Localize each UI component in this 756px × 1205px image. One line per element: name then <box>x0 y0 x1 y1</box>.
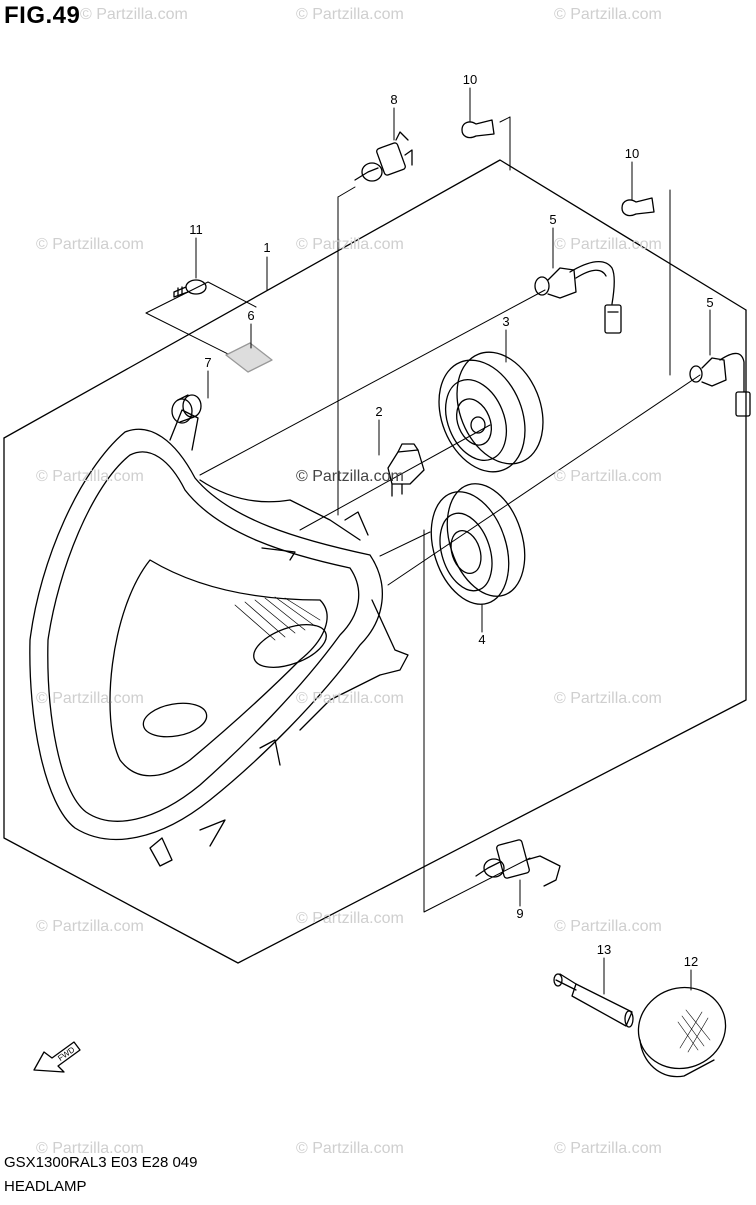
callout-2: 2 <box>375 404 382 419</box>
watermark: © Partzilla.com <box>296 910 404 927</box>
bulb-part-10-right <box>621 197 655 217</box>
socket-part-2 <box>387 443 425 497</box>
callout-10-right: 10 <box>625 146 639 161</box>
bulb-part-9 <box>475 839 561 887</box>
model-code: GSX1300RAL3 E03 E28 049 <box>4 1154 198 1171</box>
watermark: © Partzilla.com <box>296 236 404 253</box>
watermark-center: © Partzilla.com <box>296 468 404 485</box>
watermark: © Partzilla.com <box>80 6 188 23</box>
socket-part-5-lower <box>689 352 751 417</box>
callout-9: 9 <box>516 906 523 921</box>
watermark: © Partzilla.com <box>296 1140 404 1157</box>
watermark: © Partzilla.com <box>296 690 404 707</box>
cap-part-3 <box>438 351 544 473</box>
pad-part-12 <box>637 986 727 1078</box>
callout-10-top: 10 <box>463 72 477 87</box>
grommet-part-7 <box>171 394 202 424</box>
watermark: © Partzilla.com <box>36 690 144 707</box>
bulb-part-10-top <box>461 119 495 139</box>
watermark: © Partzilla.com <box>36 918 144 935</box>
callout-11: 11 <box>189 222 203 237</box>
callout-6: 6 <box>247 308 254 323</box>
watermark: © Partzilla.com <box>554 918 662 935</box>
watermark: © Partzilla.com <box>36 468 144 485</box>
callout-5-lower: 5 <box>706 295 713 310</box>
headlamp-housing <box>29 409 409 867</box>
watermark: © Partzilla.com <box>554 468 662 485</box>
figure-name: HEADLAMP <box>4 1178 87 1195</box>
tape-part-6 <box>225 342 273 373</box>
watermark: © Partzilla.com <box>554 1140 662 1157</box>
figure-title: FIG.49 <box>4 2 81 29</box>
watermark: © Partzilla.com <box>296 6 404 23</box>
bulb-part-8 <box>354 131 413 182</box>
callout-12: 12 <box>684 954 698 969</box>
callout-7: 7 <box>204 355 211 370</box>
watermark: © Partzilla.com <box>554 6 662 23</box>
watermark: © Partzilla.com <box>36 236 144 253</box>
assembly-outline <box>3 159 747 964</box>
callout-8: 8 <box>390 92 397 107</box>
spacer-part-13 <box>553 973 634 1028</box>
assembly-lines <box>145 116 701 913</box>
cap-part-4 <box>430 483 526 605</box>
fwd-arrow-icon: FWD <box>33 1041 81 1073</box>
watermark: © Partzilla.com <box>554 236 662 253</box>
callout-leaders <box>195 87 711 995</box>
callout-13: 13 <box>597 942 611 957</box>
screw-part-11 <box>173 279 207 298</box>
callout-numbers: 1 2 3 4 5 5 6 7 8 9 10 10 11 12 13 <box>189 72 713 969</box>
callout-4: 4 <box>478 632 485 647</box>
watermark: © Partzilla.com <box>554 690 662 707</box>
watermark: © Partzilla.com <box>36 1140 144 1157</box>
callout-3: 3 <box>502 314 509 329</box>
socket-part-5-upper <box>534 261 622 334</box>
callout-1: 1 <box>263 240 270 255</box>
callout-5-upper: 5 <box>549 212 556 227</box>
